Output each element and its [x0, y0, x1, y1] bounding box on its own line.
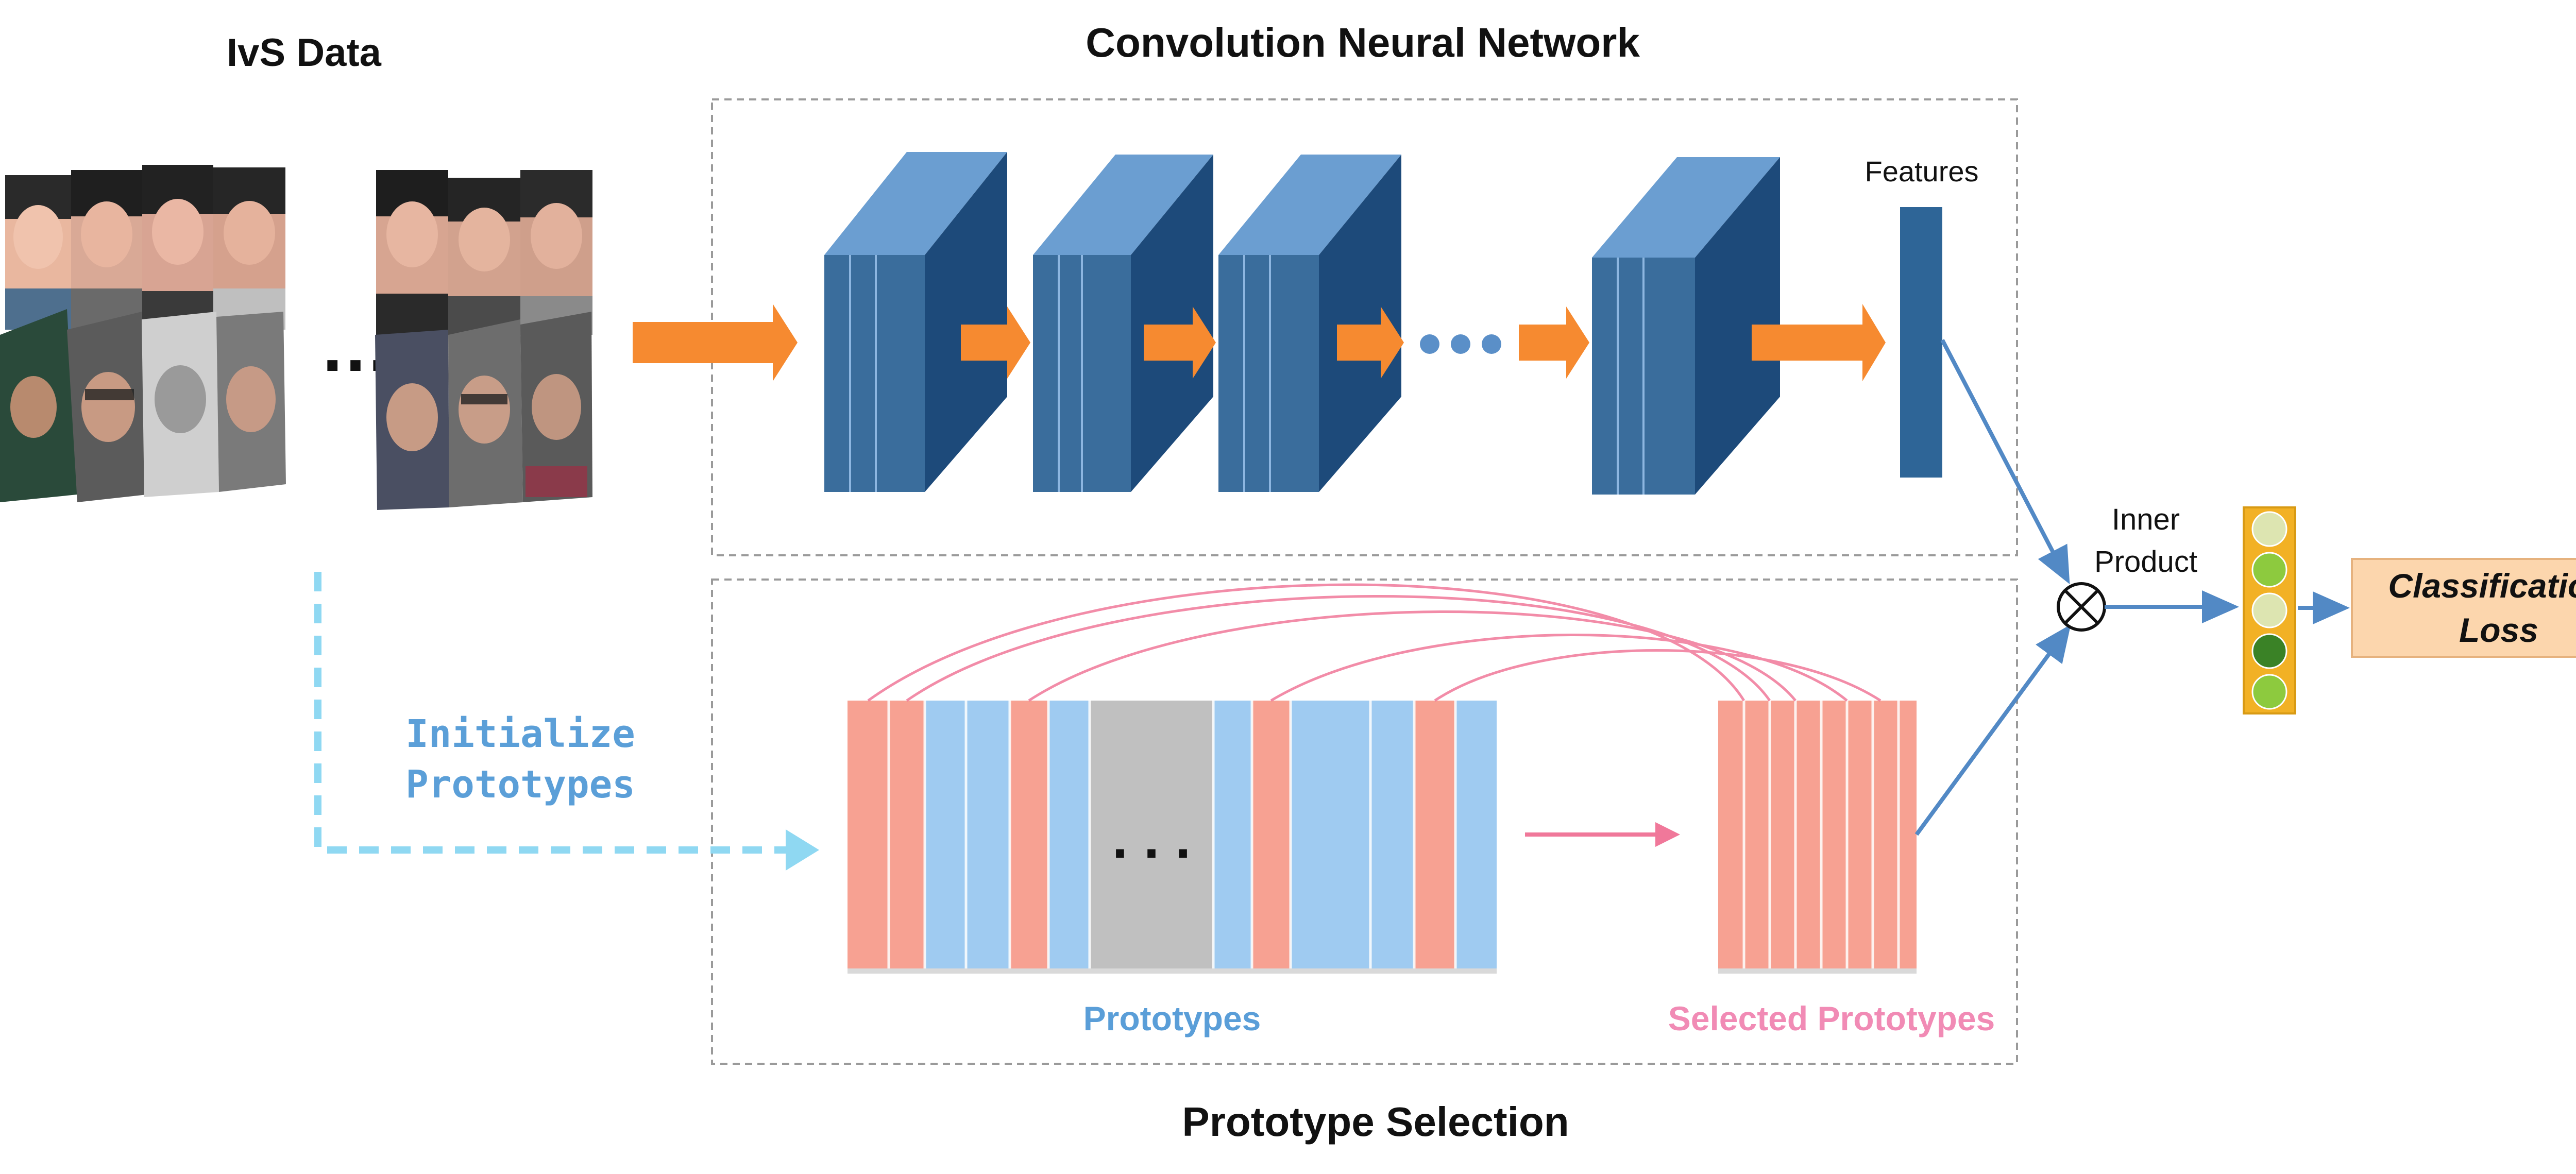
face-thumbnail [448, 178, 520, 335]
feature-to-product-connector [1940, 339, 2070, 585]
conv-output-arrow [1752, 304, 1886, 381]
selection-curves [867, 583, 1882, 702]
initialize-label-line1: Initialize [405, 712, 635, 756]
classification-loss-box [2351, 558, 2576, 658]
conv-block [824, 152, 1007, 492]
inner-product-operator [2057, 582, 2106, 632]
ivs-face-images: … [0, 165, 592, 510]
conv-arrow [1337, 307, 1404, 379]
classification-loss-label-line2: Loss [2459, 611, 2538, 649]
face-thumbnail [67, 312, 147, 502]
conv-arrow [1144, 307, 1216, 379]
output-cell [2251, 633, 2287, 669]
face-thumbnail [71, 170, 142, 330]
output-cell [2251, 592, 2287, 628]
prototype-selection-region-box [711, 579, 2018, 1065]
inner-product-label-line2: Product [2094, 545, 2197, 579]
prototype-bank-ellipsis: . . . [1112, 807, 1191, 870]
output-cell [2251, 511, 2287, 547]
conv-block [1592, 157, 1780, 495]
ivs-data-title: IvS Data [227, 31, 382, 75]
selected-prototypes-label: Selected Prototypes [1668, 999, 1995, 1037]
face-thumbnail [213, 167, 285, 330]
output-cell [2251, 674, 2287, 710]
cnn-input-arrow [633, 304, 798, 381]
layers-ellipsis [1420, 334, 1501, 354]
initialize-label-line2: Prototypes [405, 762, 635, 807]
classification-loss-label-line1: Classification [2388, 567, 2576, 605]
face-thumbnail [142, 312, 219, 497]
inner-product-label-line1: Inner [2112, 503, 2180, 536]
feature-vector-bar [1900, 207, 1942, 478]
face-thumbnail [216, 312, 286, 492]
output-vector [2243, 506, 2296, 714]
prototype-selection-title: Prototype Selection [1182, 1099, 1569, 1145]
conv-arrow [1519, 307, 1589, 379]
prototype-bank [848, 701, 1497, 974]
face-thumbnail [520, 312, 592, 502]
face-thumbnail [520, 170, 592, 335]
output-cell [2251, 552, 2287, 588]
prototypes-to-product-connector [1914, 624, 2071, 836]
face-thumbnail [0, 309, 77, 502]
face-thumbnail [448, 319, 523, 507]
face-thumbnail [375, 330, 449, 510]
face-thumbnail [5, 175, 71, 330]
features-label: Features [1865, 155, 1979, 188]
face-thumbnail [142, 165, 213, 330]
face-thumbnail [376, 170, 448, 335]
conv-block [1218, 155, 1401, 492]
selected-prototypes-block [1718, 701, 1917, 974]
prototypes-label: Prototypes [1083, 999, 1261, 1037]
conv-block [1033, 155, 1213, 492]
conv-arrow [961, 307, 1030, 379]
initialize-connector [314, 572, 819, 871]
cnn-title: Convolution Neural Network [1086, 20, 1640, 65]
